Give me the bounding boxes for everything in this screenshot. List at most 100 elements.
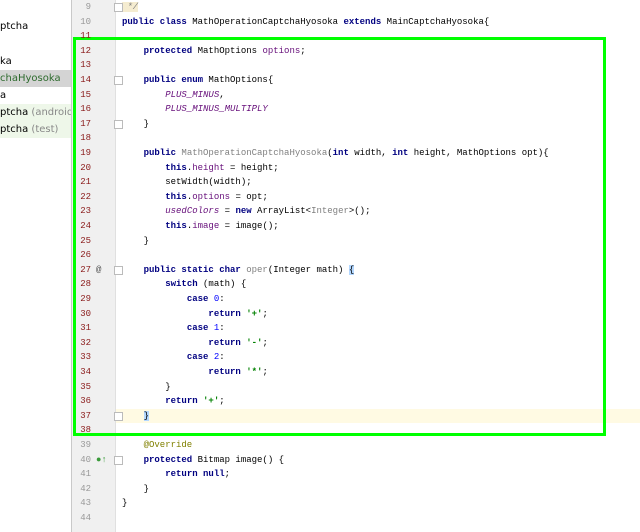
code-token xyxy=(122,338,208,348)
code-token xyxy=(122,90,165,100)
code-line[interactable]: return '+'; xyxy=(122,307,640,322)
fold-marker-icon[interactable] xyxy=(114,265,123,275)
tree-item-suffix: (androidTest) xyxy=(31,107,71,118)
code-line[interactable]: } xyxy=(122,117,640,132)
code-line[interactable]: protected MathOptions options; xyxy=(122,44,640,59)
fold-marker-icon[interactable] xyxy=(114,3,123,12)
code-token: . xyxy=(186,162,193,173)
code-line[interactable]: case 1: xyxy=(122,321,640,336)
line-number: 12 xyxy=(80,45,91,56)
code-line[interactable]: } xyxy=(122,496,640,511)
code-line[interactable] xyxy=(122,423,640,438)
fold-marker-icon[interactable] xyxy=(114,455,123,465)
at-override-icon[interactable]: @ xyxy=(96,264,102,275)
fold-marker-icon[interactable] xyxy=(114,119,123,129)
code-line[interactable]: return '-'; xyxy=(122,336,640,351)
code-line[interactable] xyxy=(122,511,640,526)
code-line[interactable] xyxy=(122,58,640,73)
code-line[interactable]: } xyxy=(122,234,640,249)
code-token: return null xyxy=(165,469,225,480)
line-number: 33 xyxy=(80,352,91,363)
code-token: return xyxy=(165,396,204,407)
code-token: new xyxy=(235,206,258,217)
code-line[interactable]: switch (math) { xyxy=(122,277,640,292)
fold-marker-icon[interactable] xyxy=(114,411,123,421)
code-token: (Integer math) xyxy=(267,264,349,275)
code-token: ; xyxy=(224,469,231,480)
line-number: 23 xyxy=(80,206,91,217)
code-token: , xyxy=(219,89,225,100)
code-line[interactable]: return '*'; xyxy=(122,365,640,380)
project-tree-item[interactable]: ka xyxy=(0,53,71,70)
line-number: 27 xyxy=(80,264,91,275)
tree-item-label: a xyxy=(0,90,7,101)
code-line[interactable]: public static char oper(Integer math) { xyxy=(122,263,640,278)
code-token: this xyxy=(165,221,187,231)
implements-up-arrow-icon[interactable]: ●↑ xyxy=(96,454,107,465)
code-line[interactable]: } xyxy=(122,380,640,395)
project-tree-item[interactable]: ptcha (test) xyxy=(0,121,71,138)
tree-item-label: ka xyxy=(0,56,12,67)
code-token: width, xyxy=(354,148,393,158)
code-line[interactable] xyxy=(122,131,640,146)
code-token: case xyxy=(186,352,214,363)
code-token: ArrayList< xyxy=(257,206,312,217)
code-token: image xyxy=(192,221,220,231)
code-token xyxy=(122,411,144,421)
code-token: = opt; xyxy=(230,191,268,202)
code-line[interactable]: this.options = opt; xyxy=(122,190,640,205)
code-line[interactable]: setWidth(width); xyxy=(122,175,640,190)
code-line[interactable]: */ xyxy=(122,0,640,15)
code-token xyxy=(122,367,208,377)
code-token: MathOperationCaptchaHyosoka xyxy=(181,148,328,158)
project-tree-item[interactable]: ptcha xyxy=(0,18,71,35)
project-tree-item[interactable]: a xyxy=(0,87,71,104)
code-token: '+' xyxy=(246,308,263,319)
code-line[interactable]: PLUS_MINUS_MULTIPLY xyxy=(122,102,640,117)
line-number: 44 xyxy=(80,513,91,523)
code-token: { xyxy=(348,264,355,275)
line-number: 40 xyxy=(80,454,91,465)
code-token: protected xyxy=(122,45,198,56)
code-line[interactable]: @Override xyxy=(122,438,640,453)
line-number: 29 xyxy=(80,294,91,304)
code-line[interactable]: protected Bitmap image() { xyxy=(122,453,640,468)
project-tree-item[interactable]: chaHyosoka xyxy=(0,70,71,87)
code-line[interactable]: usedColors = new ArrayList<Integer>(); xyxy=(122,204,640,219)
code-line[interactable]: public MathOperationCaptchaHyosoka(int w… xyxy=(122,146,640,161)
code-token: usedColors xyxy=(165,206,220,217)
line-number: 32 xyxy=(80,337,91,348)
code-token xyxy=(122,352,187,362)
code-token: case xyxy=(186,294,214,304)
code-token: this xyxy=(165,191,187,202)
code-token: public xyxy=(122,148,182,158)
code-line[interactable]: } xyxy=(116,408,640,424)
code-token: ; xyxy=(300,45,306,56)
code-line[interactable]: PLUS_MINUS, xyxy=(122,88,640,103)
code-token: } xyxy=(122,235,150,246)
code-line[interactable]: return null; xyxy=(122,467,640,482)
code-token: ; xyxy=(262,367,268,377)
code-token xyxy=(122,206,165,216)
line-number: 36 xyxy=(80,396,91,407)
fold-marker-icon[interactable] xyxy=(114,76,123,85)
code-line[interactable] xyxy=(122,29,640,44)
line-number: 42 xyxy=(80,483,91,494)
code-token: protected xyxy=(122,454,198,465)
code-token: . xyxy=(186,191,193,202)
code-token: switch xyxy=(165,279,204,290)
project-tree-item[interactable]: ptcha (androidTest) xyxy=(0,104,71,121)
code-line[interactable]: this.height = height; xyxy=(122,161,640,176)
code-line[interactable]: } xyxy=(122,482,640,497)
code-line[interactable]: case 2: xyxy=(122,350,640,365)
code-line[interactable]: case 0: xyxy=(122,292,640,307)
code-token: public enum xyxy=(122,75,209,85)
code-line[interactable]: public class MathOperationCaptchaHyosoka… xyxy=(122,15,640,30)
line-number: 26 xyxy=(80,250,91,261)
code-line[interactable]: return '+'; xyxy=(122,394,640,409)
code-line[interactable]: public enum MathOptions{ xyxy=(122,73,640,88)
code-line[interactable] xyxy=(122,248,640,263)
code-token: options xyxy=(262,45,301,56)
code-token: int xyxy=(392,148,414,158)
code-line[interactable]: this.image = image(); xyxy=(122,219,640,234)
